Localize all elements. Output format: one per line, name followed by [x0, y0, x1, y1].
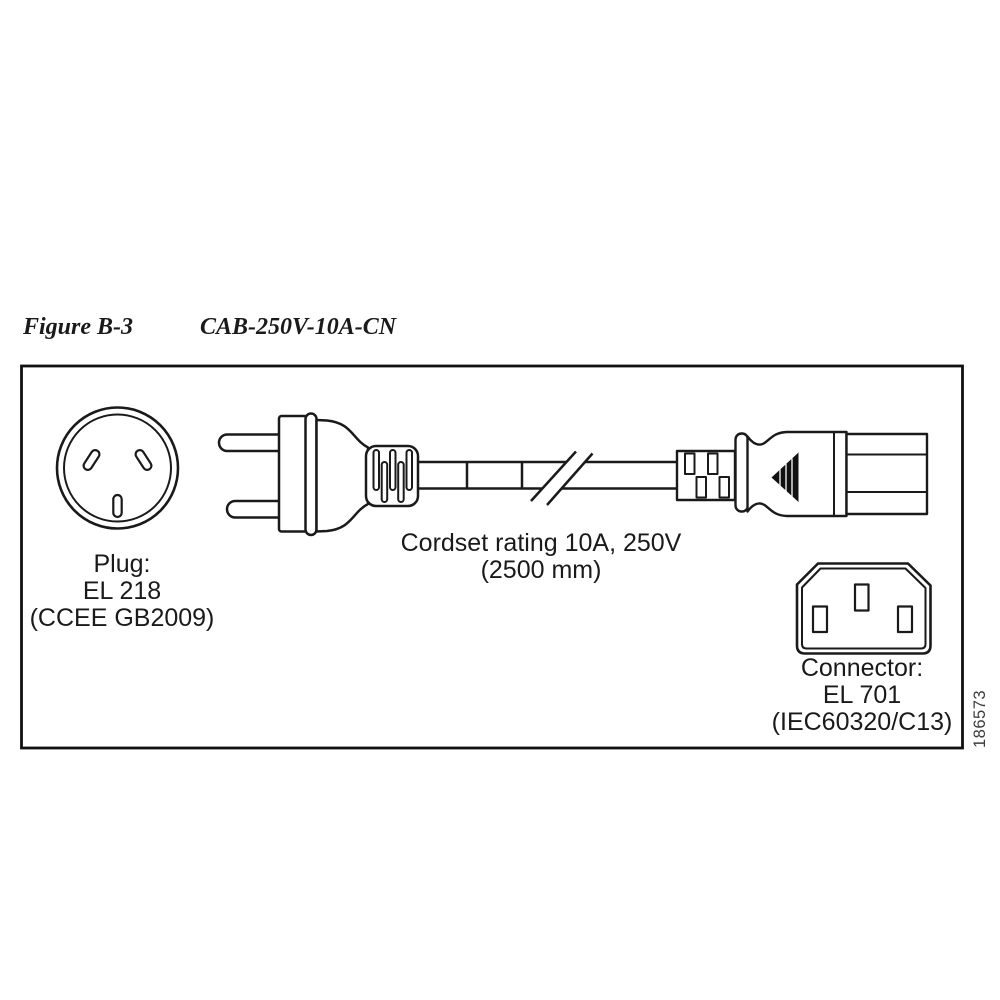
cable-break-icon — [530, 450, 594, 506]
c13-slot-left — [811, 605, 829, 634]
plug-caption-line: EL 218 — [82, 577, 162, 605]
strain-relief-slot — [380, 461, 389, 503]
c13-slot-earth — [853, 583, 870, 612]
cordset-caption-line: (2500 mm) — [480, 556, 602, 584]
plug-face-drawing — [55, 406, 180, 530]
connector-side-drawing — [675, 430, 929, 518]
connector-caption: Connector: EL 701 (IEC60320/C13) — [742, 655, 982, 736]
plug-slot-left — [82, 448, 101, 472]
part-number-vertical: 186573 — [971, 689, 989, 748]
plug-prong-top — [217, 433, 289, 453]
plug-caption-line: (CCEE GB2009) — [29, 604, 215, 632]
connector-end-lines — [846, 453, 927, 493]
plug-caption: Plug: EL 218 (CCEE GB2009) — [2, 551, 242, 632]
plug-neck — [315, 418, 370, 533]
connector-caption-line: EL 701 — [822, 681, 902, 709]
strain-relief-slot — [405, 449, 413, 491]
connector-flange — [734, 432, 750, 513]
connector-face-drawing — [795, 562, 932, 655]
connector-relief-slot — [684, 452, 696, 475]
cordset-caption: Cordset rating 10A, 250V (2500 mm) — [391, 530, 691, 584]
plug-body — [277, 414, 309, 533]
connector-relief-slot — [695, 476, 707, 499]
figure-header: Figure B-3 CAB-250V-10A-CN — [0, 314, 1000, 344]
connector-caption-line: Connector: — [800, 654, 924, 682]
strain-relief-slot — [397, 461, 405, 503]
plug-slot-right — [134, 448, 153, 472]
connector-caption-line: (IEC60320/C13) — [771, 708, 953, 736]
plug-side-drawing — [217, 412, 420, 537]
cable-segment-ticks — [465, 462, 524, 489]
cable-drawing — [417, 450, 678, 506]
figure-border — [20, 364, 964, 750]
connector-end-block — [845, 432, 929, 516]
plug-slot-bottom — [112, 493, 123, 519]
cordset-caption-line: Cordset rating 10A, 250V — [400, 529, 682, 557]
plug-caption-line: Plug: — [93, 550, 151, 578]
plug-flange — [304, 412, 318, 537]
c13-slot-right — [896, 605, 914, 634]
figure-label: Figure B-3 — [23, 314, 134, 340]
strain-relief-slot — [372, 449, 380, 491]
grip-ribs-lines — [779, 458, 793, 501]
strain-relief-slot — [389, 449, 397, 491]
connector-relief-slot — [718, 476, 730, 499]
c13-inner-outline — [801, 567, 927, 650]
plug-face-inner-ring — [63, 413, 172, 523]
figure-title: CAB-250V-10A-CN — [200, 314, 397, 340]
connector-relief-slot — [707, 452, 719, 475]
